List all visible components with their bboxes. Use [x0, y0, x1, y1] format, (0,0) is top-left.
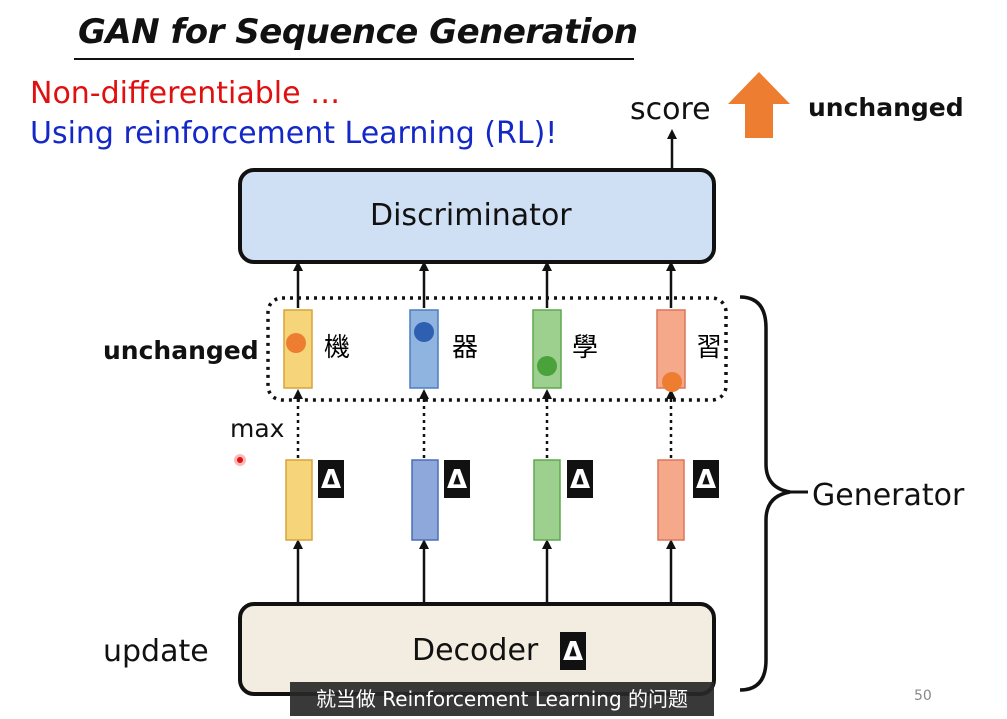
rl-note: Using reinforcement Learning (RL)! [30, 116, 558, 151]
non-differentiable-note: Non-differentiable … [30, 76, 341, 111]
orange-up-arrow-icon [728, 72, 790, 138]
token-bar-3 [532, 309, 562, 389]
delta-badge-4 [693, 460, 719, 498]
output-bar-3 [533, 459, 561, 541]
decoder-label: Decoder [412, 633, 539, 668]
output-bar-2 [411, 459, 439, 541]
update-label: update [103, 634, 209, 669]
decoder-delta-symbol: Δ [563, 637, 583, 667]
slide-title: GAN for Sequence Generation [78, 12, 638, 52]
token-char-4: 習 [696, 333, 722, 363]
delta-symbol-4: Δ [696, 465, 716, 495]
delta-symbol-2: Δ [447, 465, 467, 495]
delta-badge-2 [444, 460, 470, 498]
delta-badge-3 [567, 460, 593, 498]
token-dot-2 [414, 322, 434, 342]
token-char-3: 學 [572, 333, 598, 363]
delta-symbol-1: Δ [321, 465, 341, 495]
token-dot-3 [537, 356, 557, 376]
discriminator-label: Discriminator [370, 198, 572, 233]
generator-label: Generator [812, 478, 965, 513]
generator-brace [739, 295, 791, 692]
video-subtitle: 就当做 Reinforcement Learning 的问题 [290, 682, 714, 716]
decoder-delta-badge [560, 632, 586, 670]
unchanged-score-label: unchanged [808, 93, 964, 122]
token-bar-2 [409, 309, 439, 389]
delta-badge-1 [318, 460, 344, 498]
output-bar-4 [657, 459, 685, 541]
page-number: 50 [914, 688, 932, 704]
output-bar-1 [285, 459, 313, 541]
token-dot-1 [286, 333, 306, 353]
discriminator-box [238, 168, 716, 264]
max-label: max [230, 414, 285, 443]
selected-tokens-box [266, 296, 728, 402]
unchanged-tokens-label: unchanged [103, 336, 259, 365]
token-char-1: 機 [324, 333, 350, 363]
score-label: score [630, 92, 711, 127]
delta-symbol-3: Δ [570, 465, 590, 495]
title-underline [74, 58, 634, 60]
token-char-2: 器 [452, 333, 478, 363]
laser-pointer-core [237, 457, 243, 463]
token-dot-4 [662, 372, 682, 392]
